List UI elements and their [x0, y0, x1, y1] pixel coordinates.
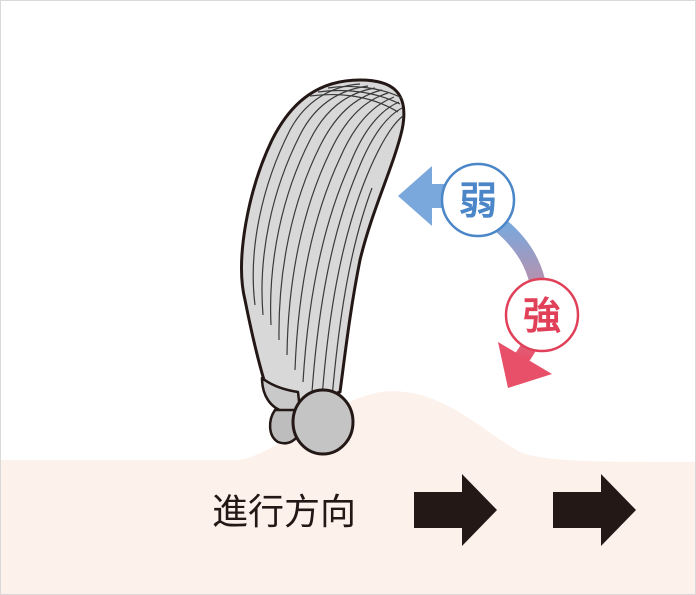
weak-label: 弱 — [459, 179, 497, 223]
right-arrow-icon-2 — [553, 474, 636, 546]
strong-label: 強 — [523, 294, 561, 338]
right-arrow-icon — [414, 474, 497, 546]
razor-head-icon — [240, 78, 406, 456]
skin-surface — [1, 391, 695, 594]
weak-badge: 弱 — [440, 162, 516, 238]
strong-arrowhead — [498, 342, 552, 388]
strong-badge: 強 — [504, 277, 580, 353]
direction-label: 進行方向 — [212, 492, 356, 533]
